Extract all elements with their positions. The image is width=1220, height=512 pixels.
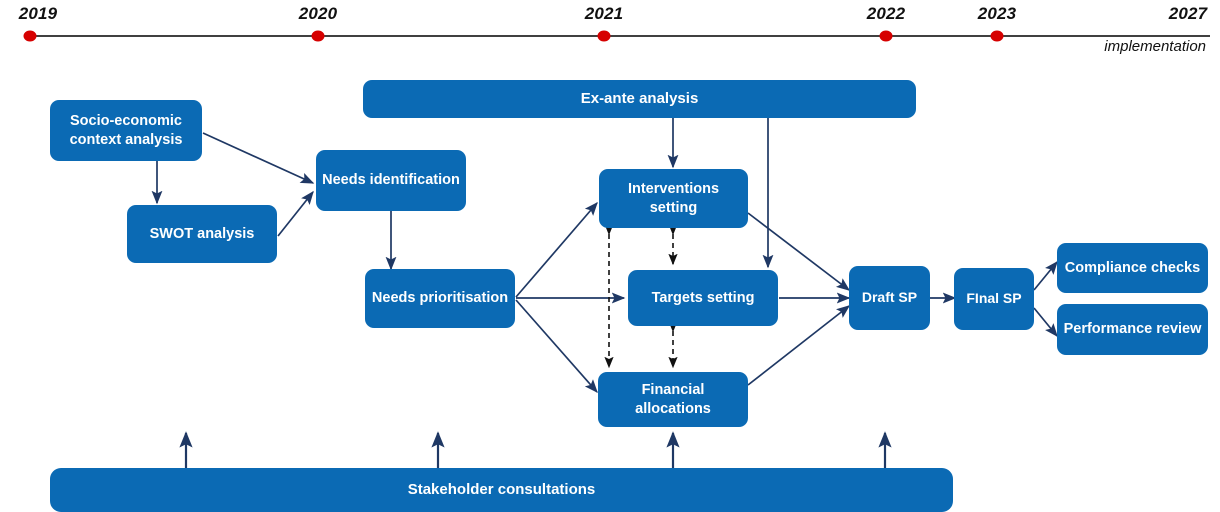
- edge-final-sp-to-compliance: [1033, 260, 1058, 291]
- node-interventions-setting[interactable]: Interventions setting: [599, 169, 748, 228]
- node-swot-analysis[interactable]: SWOT analysis: [127, 205, 277, 263]
- edge-prioritisation-to-interventions: [515, 201, 598, 298]
- edge-final-sp-to-performance: [1033, 307, 1058, 338]
- timeline-label-2021: 2021: [584, 4, 624, 23]
- node-compliance-checks[interactable]: Compliance checks: [1057, 243, 1208, 293]
- timeline-label-2020: 2020: [298, 4, 338, 23]
- timeline-label-2019: 2019: [18, 4, 58, 23]
- timeline-label-2027: 2027: [1168, 4, 1208, 23]
- edge-prioritisation-to-financial: [515, 299, 598, 394]
- node-draft-sp[interactable]: Draft SP: [849, 266, 930, 330]
- timeline-marker-2023: [990, 30, 1004, 42]
- node-targets-setting[interactable]: Targets setting: [628, 270, 778, 326]
- timeline-marker-2022: [879, 30, 893, 42]
- node-ex-ante-analysis[interactable]: Ex-ante analysis: [363, 80, 916, 118]
- node-final-sp[interactable]: FInal SP: [954, 268, 1034, 330]
- node-stakeholder-consultations[interactable]: Stakeholder consultations: [50, 468, 953, 512]
- timeline-marker-2019: [23, 30, 37, 42]
- node-needs-prioritisation[interactable]: Needs prioritisation: [365, 269, 515, 328]
- timeline-marker-2020: [311, 30, 325, 42]
- edge-socioeconomic-to-needs-identification: [202, 132, 315, 184]
- node-socio-economic-context-analysis[interactable]: Socio-economic context analysis: [50, 100, 202, 161]
- timeline-marker-2021: [597, 30, 611, 42]
- timeline-axis: [23, 30, 1210, 42]
- timeline-caption-implementation: implementation: [1104, 38, 1206, 55]
- edge-swot-to-needs-identification: [277, 190, 314, 237]
- timeline-label-2022: 2022: [866, 4, 906, 23]
- timeline-label-2023: 2023: [977, 4, 1017, 23]
- node-financial-allocations[interactable]: Financial allocations: [598, 372, 748, 427]
- node-performance-review[interactable]: Performance review: [1057, 304, 1208, 355]
- node-needs-identification[interactable]: Needs identification: [316, 150, 466, 211]
